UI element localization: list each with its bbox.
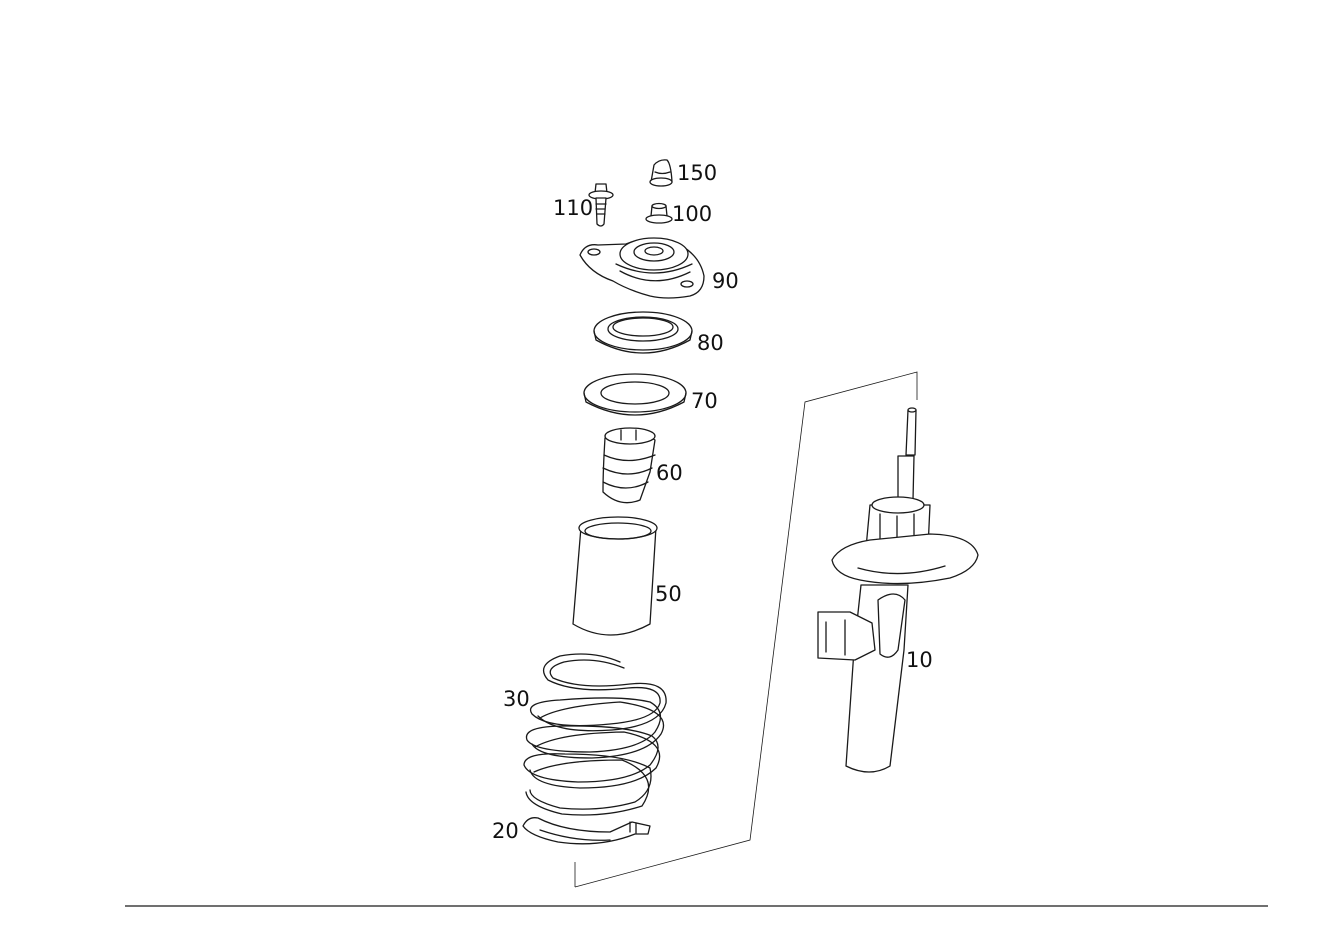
- part-90-strut-mount[interactable]: [579, 237, 705, 299]
- part-60-bump-stop[interactable]: [602, 427, 656, 504]
- label-70: 70: [691, 389, 718, 413]
- assembly-outline: [574, 371, 918, 888]
- part-30-coil-spring[interactable]: [523, 653, 667, 816]
- label-10: 10: [906, 648, 933, 672]
- part-80-spring-seat[interactable]: [593, 311, 693, 354]
- callout-labels: 150 110 100 90 80 70 60 50 30 20 10: [492, 161, 933, 843]
- part-20-lower-seat[interactable]: [522, 817, 651, 845]
- label-150: 150: [677, 161, 717, 185]
- label-90: 90: [712, 269, 739, 293]
- part-50-dust-boot[interactable]: [572, 516, 658, 636]
- label-20: 20: [492, 819, 519, 843]
- part-150-cap[interactable]: [649, 159, 673, 187]
- label-30: 30: [503, 687, 530, 711]
- part-70-isolator[interactable]: [583, 373, 687, 416]
- label-80: 80: [697, 331, 724, 355]
- label-100: 100: [672, 202, 712, 226]
- part-110-bolt[interactable]: [588, 183, 614, 227]
- label-50: 50: [655, 582, 682, 606]
- label-110: 110: [553, 196, 593, 220]
- part-10-strut[interactable]: [817, 407, 979, 773]
- part-100-nut[interactable]: [645, 202, 673, 224]
- label-60: 60: [656, 461, 683, 485]
